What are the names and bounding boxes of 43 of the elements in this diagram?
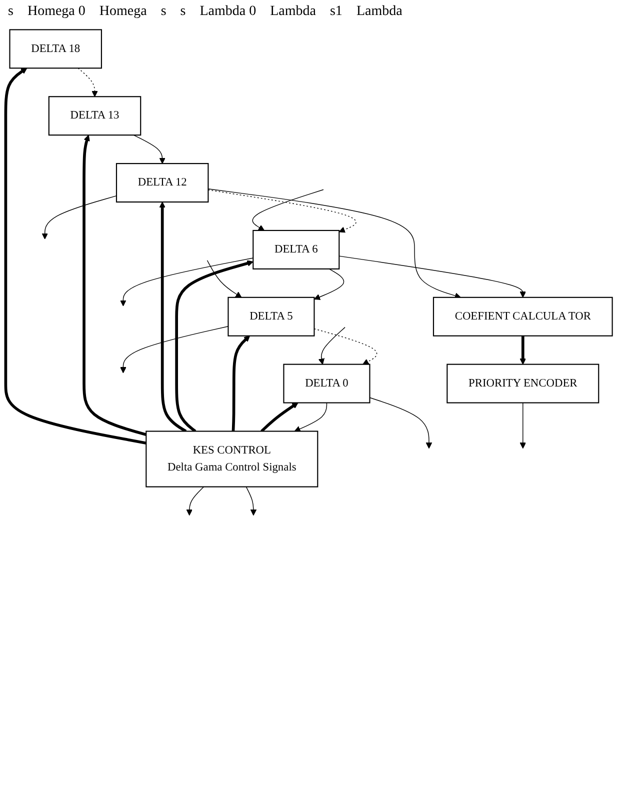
- arrow: [246, 486, 257, 516]
- arrow: [120, 258, 254, 306]
- node-box: PRIORITY ENCODER: [446, 364, 600, 404]
- arrow: [338, 256, 526, 298]
- arrow: [78, 68, 98, 97]
- node-box: COEFIENT CALCULA TOR: [432, 296, 613, 336]
- arrow: [120, 326, 229, 374]
- signal-label: s: [180, 4, 186, 20]
- arrow: [208, 188, 461, 299]
- node-box: DELTA 0: [283, 364, 370, 404]
- arrow: [186, 486, 204, 516]
- arrow: [133, 134, 166, 164]
- arrow: [252, 189, 324, 231]
- node-box: DELTA 13: [48, 96, 142, 136]
- arrow: [318, 326, 346, 365]
- node-box: DELTA 5: [228, 296, 315, 336]
- arrow: [206, 260, 242, 298]
- arrow: [314, 268, 344, 300]
- arrow: [159, 202, 187, 432]
- arrow: [294, 402, 328, 432]
- arrow: [232, 336, 250, 432]
- node-box: DELTA 6: [252, 230, 340, 270]
- arrow: [260, 402, 298, 432]
- arrow: [42, 195, 117, 240]
- node-box: DELTA 12: [116, 163, 209, 203]
- signal-label: Homega 0: [27, 4, 86, 20]
- arrow: [4, 68, 146, 444]
- arrow: [369, 397, 432, 449]
- signal-label: s: [160, 4, 166, 20]
- arrow: [82, 134, 147, 436]
- signal-label: Lambda 0: [200, 4, 256, 20]
- signal-label: Lambda: [270, 4, 316, 20]
- node-box: KES CONTROL Delta Gama Control Signals: [146, 430, 318, 488]
- arrow: [520, 336, 526, 365]
- arrow: [520, 402, 526, 449]
- arrow: [314, 328, 378, 365]
- arrow: [175, 260, 254, 432]
- signal-label: Lambda: [356, 4, 402, 20]
- signal-label: s: [8, 4, 14, 20]
- arrow: [208, 190, 356, 233]
- signal-label: s1: [330, 4, 342, 20]
- signal-label: Homega: [99, 4, 147, 20]
- node-box: DELTA 18: [9, 29, 102, 69]
